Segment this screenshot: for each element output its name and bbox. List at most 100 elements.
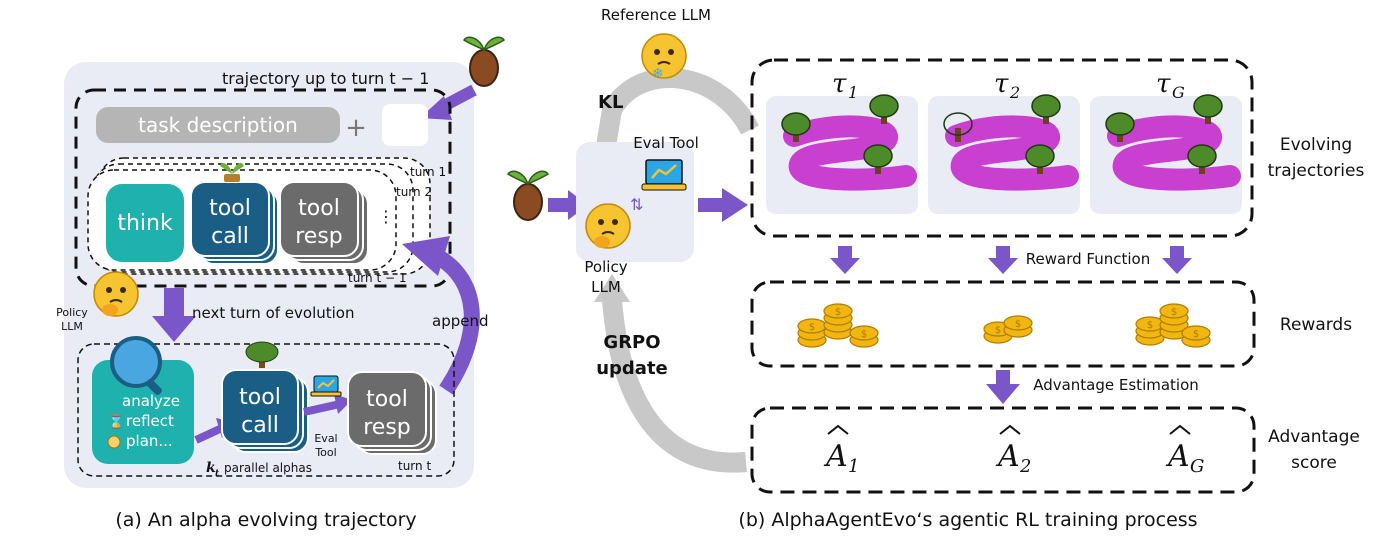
- parallel-k: k: [206, 460, 216, 476]
- trajectory-path: [1107, 115, 1241, 191]
- tree-icon: [863, 144, 893, 174]
- advantage-symbol: A: [995, 439, 1020, 474]
- kl-label: KL: [598, 92, 623, 113]
- advantage-arrow-shaft: [996, 370, 1010, 386]
- evolve-analyze: analyze: [122, 392, 180, 410]
- tool-call-line1: tool: [209, 196, 251, 221]
- tree-icon: [869, 94, 899, 124]
- tree-icon: [1187, 144, 1217, 174]
- grpo-arrow: [602, 299, 747, 473]
- tree-icon: [1193, 94, 1223, 124]
- coin: [823, 303, 853, 319]
- hat-mark: [999, 424, 1021, 435]
- turn-t-minus-1-label: turn t − 1: [348, 271, 406, 285]
- coin-symbol: $: [1193, 329, 1199, 340]
- eval-tool-a-line1: Eval: [314, 432, 337, 445]
- tool-resp-line1: tool: [298, 196, 340, 221]
- coin-symbol: $: [809, 322, 815, 333]
- task-description-text: task description: [138, 113, 298, 137]
- parallel-k-sub: t: [215, 469, 220, 479]
- tree-icon: [1031, 94, 1061, 124]
- tool-resp-b-line2: resp: [363, 415, 411, 440]
- next-turn-arrow-head: [152, 316, 196, 342]
- magnifier-icon: [110, 336, 162, 395]
- evolve-plan: plan...: [126, 432, 173, 450]
- grpo-line2: update: [596, 358, 668, 379]
- advantage-symbol: A: [1165, 439, 1190, 474]
- tool-resp-b-line1: tool: [366, 387, 408, 412]
- next-turn-label: next turn of evolution: [192, 304, 354, 322]
- append-label: append: [432, 312, 489, 330]
- laptop-b-icon: [641, 159, 687, 191]
- trajectory-box: [74, 88, 452, 288]
- append-arrow: [435, 251, 480, 395]
- advantage-symbol: A: [823, 439, 848, 474]
- reference-llm-face-icon: ❄: [641, 33, 687, 82]
- coin: [1181, 325, 1211, 341]
- tool-call-line2: call: [211, 224, 249, 249]
- rewards-label: Rewards: [1280, 315, 1352, 335]
- policy-llm-face-icon: [585, 203, 631, 249]
- tree-icon: [943, 112, 973, 142]
- grpo-line1: GRPO: [603, 332, 660, 353]
- sprout-to-policy-shaft: [548, 198, 570, 212]
- eval-tool-a-line2: Tool: [314, 446, 336, 459]
- coin-stacks: $$$$$$$$: [797, 303, 1211, 348]
- advantage-arrow-head: [986, 384, 1020, 404]
- advantage-subscript: 1: [848, 456, 859, 477]
- policy-llm-a-line1: Policy: [56, 306, 88, 319]
- coin-symbol: $: [1171, 307, 1177, 318]
- coin-stack-2: $$: [983, 315, 1033, 344]
- advantage-line2: score: [1291, 453, 1337, 473]
- tree-icon: [1025, 144, 1055, 174]
- coin: [1159, 303, 1189, 319]
- turn-1-label: turn 1: [410, 165, 446, 179]
- coin-stack-3: $ $ $: [1135, 303, 1211, 348]
- trajectory-subscript-1: 1: [848, 83, 858, 102]
- tree-icon: [245, 341, 279, 368]
- empty-slot: [382, 104, 428, 146]
- trajectory-path: [783, 115, 917, 191]
- tool-call-b-box: [221, 369, 299, 445]
- hat-mark: [827, 424, 849, 435]
- tool-call-b-line2: call: [241, 413, 279, 438]
- coin-symbol: $: [1147, 320, 1153, 331]
- evolving-line2: trajectories: [1268, 161, 1365, 181]
- think-label: think: [117, 211, 173, 236]
- evolving-line1: Evolving: [1280, 135, 1352, 155]
- reward-function-label: Reward Function: [1026, 250, 1150, 268]
- evolve-to-call-arrow: [194, 424, 224, 444]
- advantage-subscript: 2: [1019, 456, 1031, 477]
- tree-icon: [781, 112, 811, 142]
- advantage-estimation-label: Advantage Estimation: [1033, 376, 1199, 394]
- coin: [849, 325, 879, 341]
- trajectories-box: [750, 58, 1254, 238]
- reward-arrows: [830, 246, 1192, 274]
- policy-llm-b-line1: Policy: [584, 258, 627, 276]
- tool-resp-box: [279, 181, 359, 257]
- policy-llm-a-line2: LLM: [61, 320, 83, 333]
- sprout-icon: [462, 36, 506, 87]
- trajectory-subscript-2: 2: [1009, 83, 1020, 102]
- laptop-icon: [310, 375, 342, 397]
- coin: [1003, 315, 1033, 331]
- parallel-text: parallel alphas: [224, 461, 312, 475]
- turn-2-label: turn 2: [396, 185, 432, 199]
- policy-to-traj-head: [722, 188, 748, 222]
- trajectory-symbol-1: τ: [832, 69, 847, 99]
- compass-icon: [107, 435, 121, 449]
- trajectory-subscript-3: G: [1172, 83, 1185, 102]
- rewards-box: [750, 280, 1256, 368]
- hourglass-icon: ⌛: [108, 414, 124, 430]
- reference-llm-label: Reference LLM: [601, 6, 711, 24]
- svg-text:❄: ❄: [652, 66, 664, 82]
- plant-icon: [220, 163, 244, 182]
- append-arrow-head: [402, 236, 450, 276]
- trajectory-symbol-2: τ: [994, 69, 1009, 99]
